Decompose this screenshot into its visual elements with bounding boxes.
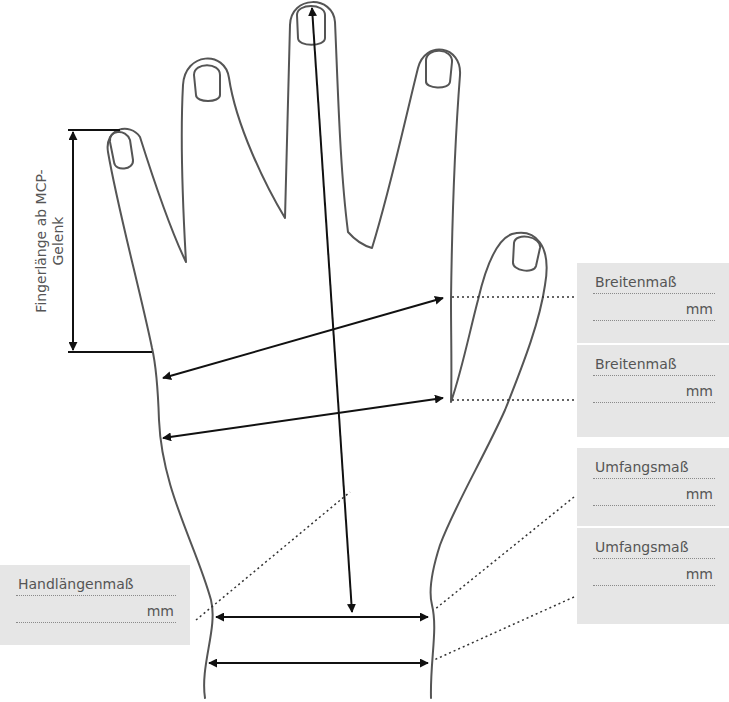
- unit-label: mm: [16, 602, 176, 623]
- measurement-field: Handlängenmaß mm: [0, 565, 190, 645]
- leader-line: [196, 492, 350, 620]
- dimension-tick: [68, 351, 152, 353]
- dimension-label: Fingerlänge ab MCP-Gelenk: [33, 166, 67, 316]
- field-label: Umfangsmaß: [593, 458, 715, 479]
- unit-label: mm: [593, 485, 715, 506]
- measurement-field: Breitenmaß mm: [577, 345, 729, 437]
- width-arrow: [163, 398, 443, 438]
- finger-length-arrow: [72, 132, 74, 350]
- field-label: Handlängenmaß: [16, 575, 176, 596]
- leader-line: [452, 399, 574, 401]
- measurement-field: Breitenmaß mm: [577, 263, 729, 343]
- leader-line: [434, 597, 574, 660]
- finger-nail: [110, 132, 133, 169]
- dimension-tick: [68, 129, 120, 131]
- unit-label: mm: [593, 565, 715, 586]
- field-label: Breitenmaß: [593, 273, 715, 294]
- leader-line: [450, 296, 574, 298]
- measurement-field: Umfangsmaß mm: [577, 528, 729, 624]
- width-arrow: [163, 298, 443, 378]
- measurement-field: Umfangsmaß mm: [577, 448, 729, 526]
- unit-label: mm: [593, 382, 715, 403]
- finger-nail: [297, 6, 325, 45]
- hand-length-arrow: [312, 8, 352, 612]
- finger-nail: [426, 51, 452, 88]
- finger-nail: [194, 65, 220, 101]
- leader-line: [434, 497, 574, 610]
- circumference-arrow: [216, 616, 428, 618]
- finger-nail: [513, 237, 540, 271]
- field-label: Umfangsmaß: [593, 538, 715, 559]
- unit-label: mm: [593, 300, 715, 321]
- circumference-arrow: [209, 662, 428, 664]
- field-label: Breitenmaß: [593, 355, 715, 376]
